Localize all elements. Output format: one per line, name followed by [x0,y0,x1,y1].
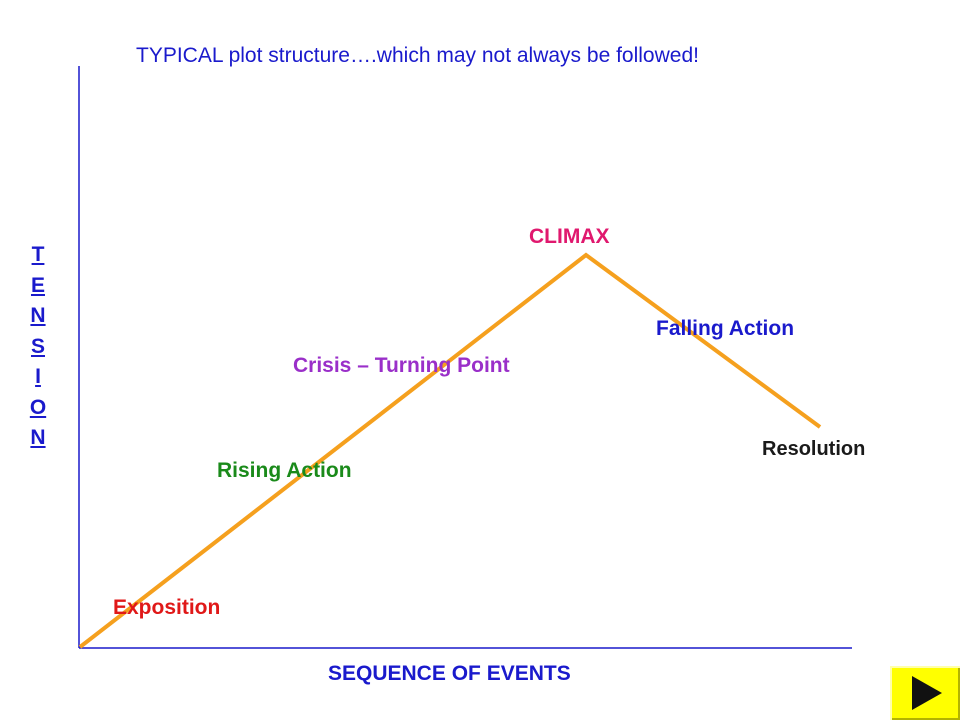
label-crisis: Crisis – Turning Point [293,354,510,377]
y-axis-letter: S [30,334,45,358]
y-axis-letter: N [30,426,46,449]
label-resolution: Resolution [762,438,866,460]
page-title: TYPICAL plot structure….which may not al… [136,44,699,67]
y-axis-letter: N [30,304,46,327]
label-exposition: Exposition [113,596,221,619]
label-rising-action: Rising Action [217,459,352,482]
label-falling-action: Falling Action [656,317,795,340]
y-axis-letter: E [30,273,45,297]
y-axis-letter: O [29,395,47,419]
x-axis-title: SEQUENCE OF EVENTS [328,662,571,685]
next-slide-button[interactable] [890,666,960,720]
y-axis-title: T E N S I O N [28,240,48,454]
play-triangle-icon [912,676,942,710]
label-climax: CLIMAX [529,225,610,248]
y-axis-letter: T [31,243,45,266]
plot-line [78,252,822,649]
y-axis-letter: I [35,365,41,388]
